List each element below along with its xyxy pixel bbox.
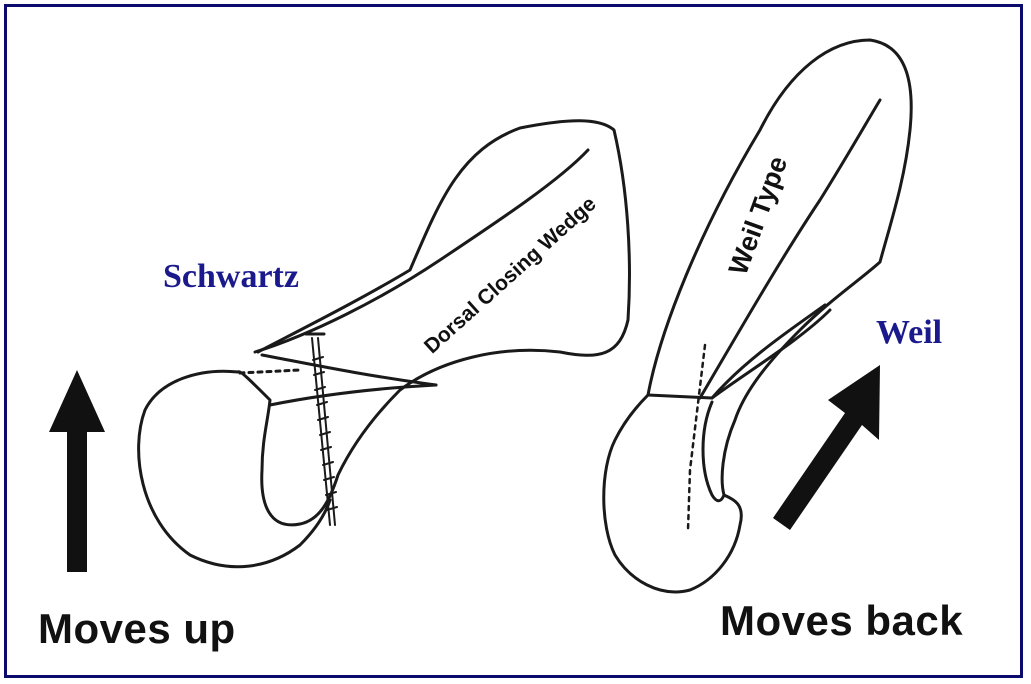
screw-icon [306, 334, 337, 525]
left-metatarsal-outline [139, 121, 630, 567]
diagonal-arrow-icon [773, 365, 880, 530]
moves-up-label: Moves up [38, 608, 236, 650]
moves-back-label: Moves back [720, 600, 963, 642]
right-dorsal-line [700, 100, 880, 398]
left-cut-dotted [240, 370, 300, 373]
left-wedge-lower [270, 385, 436, 405]
right-head-inner [703, 402, 724, 501]
up-arrow-icon [49, 370, 105, 572]
schwartz-label: Schwartz [163, 260, 299, 294]
right-cut-line [648, 310, 830, 398]
weil-label: Weil [876, 316, 942, 350]
